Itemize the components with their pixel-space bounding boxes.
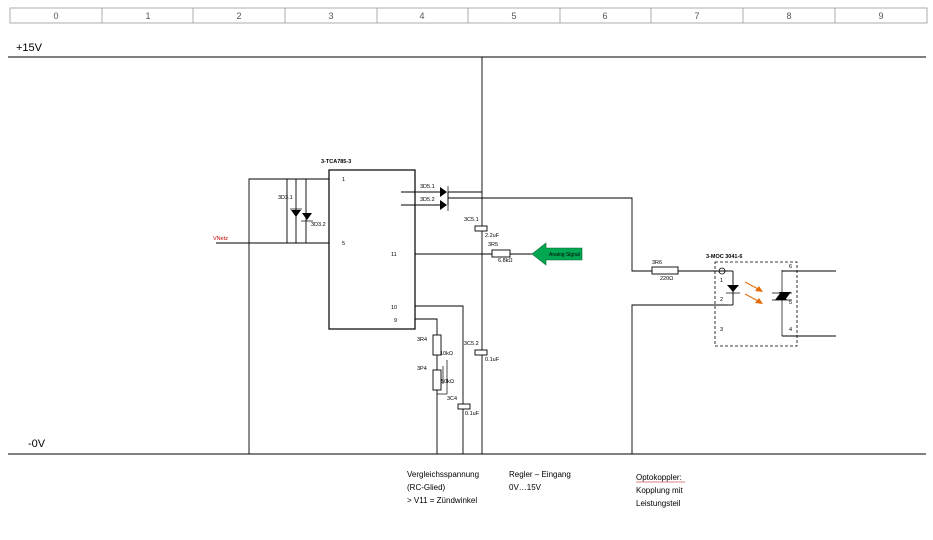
- opto-led: [727, 285, 739, 292]
- note-vergleich-line-3: > V11 = Zündwinkel: [407, 496, 477, 505]
- opto-pin-1: 1: [720, 278, 723, 284]
- column-ruler: 0 1 2 3 4 5 6 7 8 9: [9, 7, 928, 24]
- optocoupler-title: 3-MOC 3041-6: [706, 254, 742, 260]
- value-3c4: 0.1uF: [465, 411, 480, 417]
- ruler-cell-2: 2: [236, 11, 241, 21]
- wire-opto-return: [631, 304, 728, 454]
- analog-signal-label: Analog Signal: [549, 252, 580, 258]
- note-optokoppler: Optokoppler: Kopplung mit Leistungsteil: [636, 473, 685, 508]
- label-vnetz: VNetz: [213, 236, 228, 242]
- ruler-cell-4: 4: [419, 11, 424, 21]
- capacitor-3c4: [457, 403, 471, 410]
- note-vergleichsspannung: Vergleichsspannung (RC-Glied) > V11 = Zü…: [407, 470, 479, 505]
- capacitor-3c5-1: [474, 225, 488, 232]
- value-3c5-2: 0.1uF: [485, 357, 500, 363]
- rail-bottom-label: -0V: [28, 438, 46, 450]
- resistor-3r5: [491, 249, 511, 258]
- label-3d5-2: 3D5.2: [420, 197, 435, 203]
- note-vergleich-line-1: Vergleichsspannung: [407, 470, 479, 479]
- ruler-cell-7: 7: [694, 11, 699, 21]
- label-3d3-1: 3D3.1: [278, 195, 293, 201]
- label-3r4: 3R4: [417, 337, 427, 343]
- ruler-cell-8: 8: [786, 11, 791, 21]
- opto-pin-4: 4: [789, 327, 792, 333]
- label-3c5-1: 3C5.1: [464, 217, 479, 223]
- opto-pin-2: 2: [720, 297, 723, 303]
- potentiometer-3p4: [432, 369, 442, 391]
- wires-left: [216, 178, 329, 454]
- label-3r6: 3R6: [652, 260, 662, 266]
- note-regler: Regler – Eingang 0V…15V: [509, 470, 571, 492]
- opto-pin-5: 5: [789, 300, 792, 306]
- ic-pin-5: 5: [342, 241, 345, 247]
- ic-pin-11: 11: [391, 252, 397, 258]
- zener-diodes-3d3: [290, 179, 313, 243]
- value-3p4: 50kΩ: [441, 379, 454, 385]
- ruler-cell-9: 9: [878, 11, 883, 21]
- ruler-cell-0: 0: [53, 11, 58, 21]
- ic-pin-9: 9: [394, 318, 397, 324]
- wire-pin-9: [415, 318, 438, 335]
- note-opto-line-1: Optokoppler:: [636, 473, 682, 482]
- capacitor-3c5-2: [474, 349, 488, 356]
- ic-tca785: [328, 169, 416, 330]
- rail-top-label: +15V: [16, 42, 43, 54]
- label-3c5-2: 3C5.2: [464, 341, 479, 347]
- note-regler-line-2: 0V…15V: [509, 483, 542, 492]
- optocoupler-moc3041: [714, 261, 798, 347]
- resistor-3r6: [651, 266, 679, 275]
- ic-pin-1: 1: [342, 177, 345, 183]
- value-3r4: 10kΩ: [440, 351, 453, 357]
- note-opto-line-3: Leistungsteil: [636, 499, 681, 508]
- label-3d5-1: 3D5.1: [420, 184, 435, 190]
- opto-pin1-marker: [718, 267, 726, 275]
- label-3c4: 3C4: [447, 396, 457, 402]
- note-opto-line-2: Kopplung mit: [636, 486, 683, 495]
- output-diodes-3d5: [401, 186, 652, 272]
- ruler-cell-3: 3: [328, 11, 333, 21]
- label-3p4: 3P4: [417, 366, 427, 372]
- note-regler-line-1: Regler – Eingang: [509, 470, 571, 479]
- ic-tca785-title: 3-TCA785-3: [321, 159, 351, 165]
- value-3r6: 220Ω: [660, 276, 673, 282]
- label-3r5: 3R5: [488, 242, 498, 248]
- opto-pin-3: 3: [720, 327, 723, 333]
- ruler-cell-6: 6: [602, 11, 607, 21]
- ruler-cell-5: 5: [511, 11, 516, 21]
- label-3d3-2: 3D3.2: [311, 222, 326, 228]
- ruler-cell-1: 1: [145, 11, 150, 21]
- analog-signal-arrow: [531, 242, 583, 266]
- note-vergleich-line-2: (RC-Glied): [407, 483, 446, 492]
- opto-pin-6: 6: [789, 264, 792, 270]
- ic-pin-10: 10: [391, 305, 397, 311]
- value-3c5-1: 2.2uF: [485, 233, 500, 239]
- value-3r5: 6.8kΩ: [498, 258, 513, 264]
